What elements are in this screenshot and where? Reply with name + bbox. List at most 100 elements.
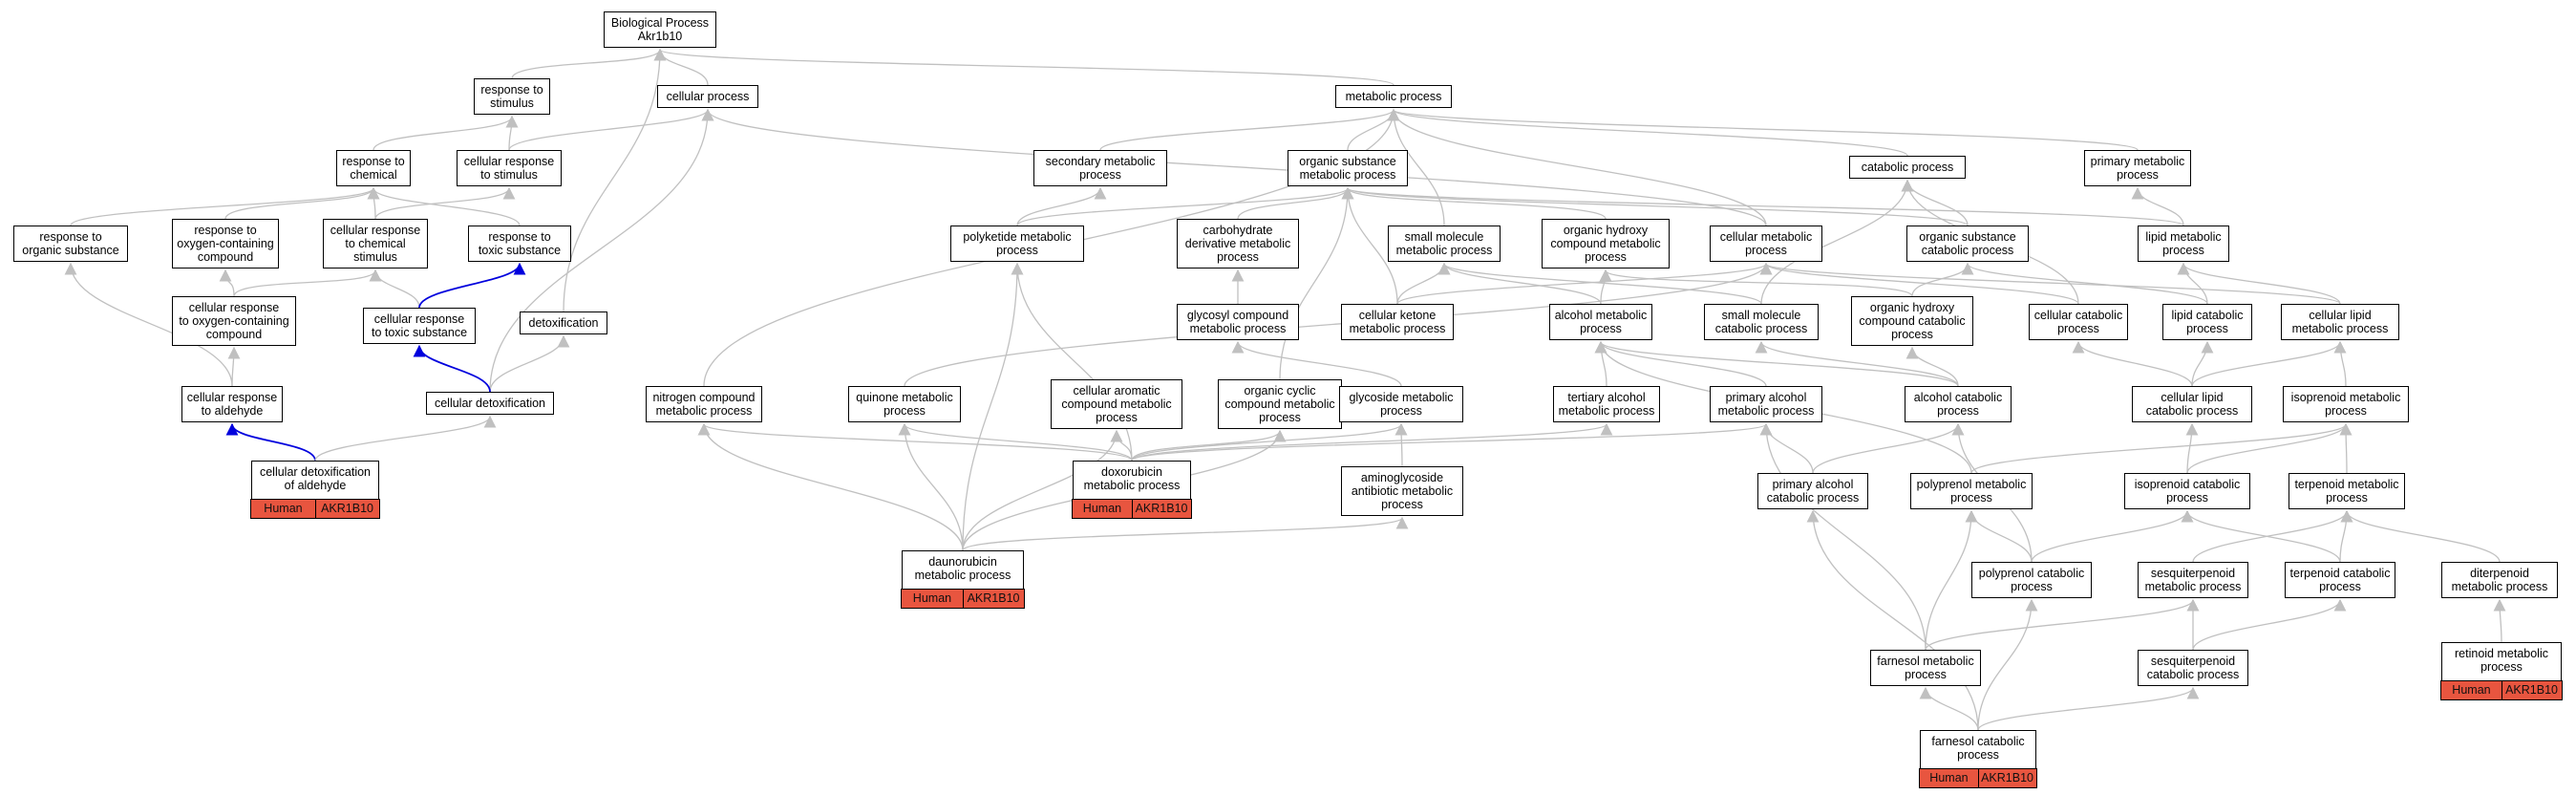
is-a-edge-amp-to-ohmp	[1599, 269, 1612, 305]
annotation-gene[interactable]: AKR1B10	[314, 499, 379, 518]
is-a-edge-pacp-to-acp	[1812, 422, 1965, 474]
go-term-node-ckmp[interactable]: cellular ketone metabolic process	[1341, 304, 1454, 340]
go-term-node-lcp[interactable]: lipid catabolic process	[2162, 304, 2252, 340]
go-term-node-rc[interactable]: response to chemical	[336, 150, 411, 186]
is-a-edge-smcp-to-smmp	[1437, 262, 1762, 305]
go-term-node-cmp[interactable]: cellular metabolic process	[1710, 226, 1822, 262]
go-term-label: response to chemical	[342, 155, 405, 182]
go-term-node-ipmp[interactable]: isoprenoid metabolic process	[2283, 386, 2409, 422]
annotation-gene[interactable]: AKR1B10	[1977, 768, 2036, 787]
go-term-label: Biological Process Akr1b10	[610, 16, 710, 43]
go-term-node-smmp[interactable]: small molecule metabolic process	[1388, 226, 1501, 262]
is-a-edge-lcp-to-oscp	[1961, 262, 2208, 305]
go-term-label: small molecule catabolic process	[1714, 309, 1808, 335]
go-term-node-bp[interactable]: Biological Process Akr1b10	[604, 11, 716, 48]
go-term-node-cp[interactable]: cellular process	[657, 85, 758, 108]
go-term-node-osmp[interactable]: organic substance metabolic process	[1288, 150, 1408, 186]
is-a-edge-crts-to-crc	[369, 269, 420, 309]
go-term-node-ppcp[interactable]: polyprenol catabolic process	[1971, 562, 2092, 598]
annotation-gene[interactable]: AKR1B10	[962, 589, 1024, 608]
go-term-node-cat[interactable]: catabolic process	[1849, 156, 1966, 179]
go-term-node-ncmp[interactable]: nitrogen compound metabolic process	[646, 386, 762, 422]
is-a-edge-clcp-to-clmp	[2191, 340, 2347, 387]
go-term-node-aamp[interactable]: aminoglycoside antibiotic metabolic proc…	[1341, 466, 1463, 516]
go-term-node-clmp[interactable]: cellular lipid metabolic process	[2281, 304, 2399, 340]
go-term-node-camp[interactable]: cellular aromatic compound metabolic pro…	[1051, 379, 1182, 429]
is-a-edge-fcp-to-sqcp	[1977, 686, 2200, 731]
go-term-node-pamp[interactable]: primary alcohol metabolic process	[1710, 386, 1822, 422]
go-term-node-cdmp[interactable]: carbohydrate derivative metabolic proces…	[1177, 219, 1299, 269]
annotation-gene[interactable]: AKR1B10	[2501, 680, 2562, 699]
go-term-node-ohmp[interactable]: organic hydroxy compound metabolic proce…	[1542, 219, 1670, 269]
go-term-node-smcp[interactable]: small molecule catabolic process	[1704, 304, 1819, 340]
go-term-node-crc[interactable]: cellular response to chemical stimulus	[323, 219, 428, 269]
go-term-node-occmp[interactable]: organic cyclic compound metabolic proces…	[1218, 379, 1342, 429]
go-term-node-roc[interactable]: response to oxygen-containing compound	[172, 219, 279, 269]
go-term-node-sqmp[interactable]: sesquiterpenoid metabolic process	[2138, 562, 2248, 598]
go-term-node-amp[interactable]: alcohol metabolic process	[1549, 304, 1652, 340]
go-term-node-pacp[interactable]: primary alcohol catabolic process	[1757, 473, 1868, 509]
go-term-node-ipcp[interactable]: isoprenoid catabolic process	[2124, 473, 2250, 509]
go-term-label: response to organic substance	[22, 230, 119, 257]
go-term-node-rts[interactable]: response to toxic substance	[468, 226, 571, 262]
go-term-label: organic hydroxy compound catabolic proce…	[1859, 301, 1966, 341]
is-a-edge-lcp-to-lmp	[2177, 262, 2208, 305]
go-term-node-ros[interactable]: response to organic substance	[13, 226, 128, 262]
annotation-species[interactable]: Human	[251, 499, 315, 518]
is-a-edge-fcp-to-ppcp	[1977, 598, 2038, 731]
is-a-edge-crc-to-rc	[367, 186, 380, 220]
annotation-gene[interactable]: AKR1B10	[1131, 499, 1191, 518]
go-term-node-detox[interactable]: detoxification	[520, 312, 607, 334]
go-term-node-oscp[interactable]: organic substance catabolic process	[1906, 226, 2029, 262]
go-term-node-tpmp[interactable]: terpenoid metabolic process	[2289, 473, 2405, 509]
is-a-edge-dauno-to-pkmp	[962, 262, 1024, 551]
go-term-label: polyketide metabolic process	[963, 230, 1072, 257]
go-term-node-qmp[interactable]: quinone metabolic process	[848, 386, 961, 422]
go-term-node-pkmp[interactable]: polyketide metabolic process	[950, 226, 1084, 262]
go-term-node-clcp[interactable]: cellular lipid catabolic process	[2132, 386, 2252, 422]
is-a-edge-ohcp-to-ohmp	[1599, 269, 1913, 297]
go-term-node-sqcp[interactable]: sesquiterpenoid catabolic process	[2138, 650, 2248, 686]
annotation-species[interactable]: Human	[1073, 499, 1132, 518]
annotation-species[interactable]: Human	[2441, 680, 2501, 699]
is-a-edge-tpcp-to-ipcp	[2181, 509, 2341, 563]
go-term-node-mp[interactable]: metabolic process	[1335, 85, 1452, 108]
is-a-edge-ipmp-to-clmp	[2333, 340, 2347, 387]
go-term-node-ohcp[interactable]: organic hydroxy compound catabolic proce…	[1851, 296, 1973, 346]
go-term-node-ccp[interactable]: cellular catabolic process	[2029, 304, 2128, 340]
go-term-node-cdtx[interactable]: cellular detoxification	[426, 392, 554, 415]
go-term-node-fmp[interactable]: farnesol metabolic process	[1870, 650, 1981, 686]
go-term-node-smp2[interactable]: secondary metabolic process	[1033, 150, 1167, 186]
go-term-node-rs[interactable]: response to stimulus	[474, 78, 550, 115]
go-term-label: retinoid metabolic process	[2455, 647, 2548, 674]
is-a-edge-acp-to-amp	[1594, 340, 1959, 387]
go-term-node-cra[interactable]: cellular response to aldehyde	[181, 386, 283, 422]
go-term-node-lmp[interactable]: lipid metabolic process	[2138, 226, 2229, 262]
go-term-node-ppmp[interactable]: polyprenol metabolic process	[1910, 473, 2033, 509]
go-term-node-gcmp[interactable]: glycosyl compound metabolic process	[1177, 304, 1299, 340]
annotation-species[interactable]: Human	[902, 589, 963, 608]
go-term-node-pmp[interactable]: primary metabolic process	[2084, 150, 2191, 186]
annotation-species[interactable]: Human	[1920, 768, 1978, 787]
go-term-node-acp[interactable]: alcohol catabolic process	[1905, 386, 2012, 422]
go-term-node-tpcp[interactable]: terpenoid catabolic process	[2285, 562, 2395, 598]
go-term-node-glmp[interactable]: glycoside metabolic process	[1339, 386, 1463, 422]
go-term-node-crs[interactable]: cellular response to stimulus	[457, 150, 562, 186]
go-term-label: organic hydroxy compound metabolic proce…	[1550, 224, 1661, 264]
go-term-label: isoprenoid metabolic process	[2290, 391, 2401, 418]
go-term-label: cellular metabolic process	[1719, 230, 1813, 257]
go-term-node-crocc[interactable]: cellular response to oxygen-containing c…	[172, 296, 296, 346]
go-term-node-tamp[interactable]: tertiary alcohol metabolic process	[1553, 386, 1660, 422]
is-a-edge-rs-to-bp	[511, 48, 667, 79]
is-a-edge-rts-to-rc	[367, 186, 521, 226]
go-term-node-crts[interactable]: cellular response to toxic substance	[363, 308, 476, 344]
is-a-edge-ckmp-to-cmp	[1396, 262, 1773, 305]
go-term-node-dtmp[interactable]: diterpenoid metabolic process	[2441, 562, 2558, 598]
is-a-edge-pkmp-to-smp2	[1016, 186, 1107, 226]
